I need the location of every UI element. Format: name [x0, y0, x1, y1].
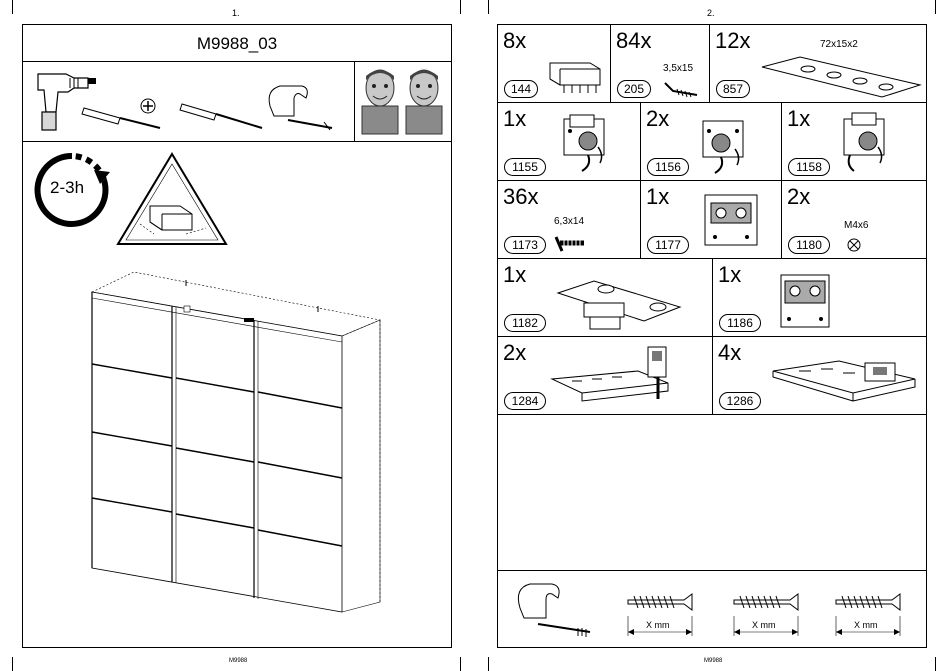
part-code: 1156 — [647, 158, 689, 176]
part-cell-1186: 1x 1186 — [712, 258, 927, 337]
phillips-screwdriver-icon — [82, 96, 172, 136]
screw-icon — [663, 79, 699, 99]
connector-plate-icon — [760, 55, 922, 99]
part-qty: 1x — [503, 108, 526, 130]
part-spec: 72x15x2 — [820, 39, 858, 50]
part-cell-1180: 2x M4x6 1180 — [781, 180, 927, 259]
part-qty: 4x — [718, 342, 741, 364]
part-qty: 1x — [718, 264, 741, 286]
part-cell-857: 12x 72x15x2 857 — [709, 24, 927, 103]
part-qty: 84x — [616, 30, 651, 52]
part-qty: 2x — [646, 108, 669, 130]
hinge-bracket-icon — [697, 113, 753, 177]
part-code: 1180 — [788, 236, 830, 254]
part-spec: M4x6 — [844, 220, 868, 231]
wardrobe-illustration — [84, 268, 384, 618]
part-cell-1158: 1x 1158 — [781, 102, 927, 181]
part-qty: 1x — [503, 264, 526, 286]
roller-plate-icon — [697, 189, 767, 253]
part-code: 1158 — [788, 158, 830, 176]
wood-screw-icon — [832, 592, 904, 614]
part-code: 1182 — [504, 314, 546, 332]
flathead-screwdriver-icon — [180, 100, 265, 134]
track-guide-icon — [548, 343, 678, 411]
part-qty: 2x — [503, 342, 526, 364]
part-cell-1173: 36x 6,3x14 1173 — [497, 180, 641, 259]
time-estimate: 2-3h — [50, 178, 84, 198]
part-code: 1286 — [719, 392, 761, 410]
part-code: 857 — [716, 80, 750, 98]
page-number-left: 1. — [232, 8, 240, 18]
part-cell-205: 84x 3,5x15 205 — [610, 24, 710, 103]
crop-mark — [460, 0, 461, 14]
tools-divider — [354, 61, 355, 142]
part-code: 1173 — [504, 236, 546, 254]
crop-mark — [12, 657, 13, 671]
part-qty: 1x — [646, 186, 669, 208]
cap-part-icon — [546, 55, 604, 97]
title-row: M9988_03 — [22, 24, 452, 62]
part-qty: 2x — [787, 186, 810, 208]
crop-mark — [935, 0, 936, 14]
page-number-right: 2. — [707, 8, 715, 18]
part-cell-1182: 1x 1182 — [497, 258, 713, 337]
screw-length-label: X mm — [752, 620, 776, 630]
hammer-screw-icon — [512, 578, 596, 638]
part-spec: 6,3x14 — [554, 216, 584, 227]
part-qty: 36x — [503, 186, 538, 208]
crop-mark — [460, 657, 461, 671]
wood-screw-icon — [730, 592, 802, 614]
part-cell-1156: 2x 1156 — [640, 102, 782, 181]
crop-mark — [12, 0, 13, 14]
screw-length-label: X mm — [646, 620, 670, 630]
hinge-bracket-icon — [558, 111, 614, 175]
screw-icon — [554, 233, 590, 255]
part-code: 144 — [504, 80, 538, 98]
screw-length-label: X mm — [854, 620, 878, 630]
part-qty: 1x — [787, 108, 810, 130]
assembler-person-icon — [360, 66, 400, 136]
warning-triangle-icon — [116, 152, 228, 248]
part-cell-144: 8x 144 — [497, 24, 611, 103]
wood-screw-icon — [624, 592, 696, 614]
part-code: 1186 — [719, 314, 761, 332]
roller-plate-icon — [775, 269, 835, 333]
part-code: 1284 — [504, 392, 546, 410]
part-cell-1286: 4x 1286 — [712, 336, 927, 415]
part-spec: 3,5x15 — [663, 63, 693, 74]
part-qty: 8x — [503, 30, 526, 52]
model-title: M9988_03 — [22, 34, 452, 54]
footer-right: M9988 — [704, 658, 722, 664]
bolt-icon — [846, 237, 862, 253]
part-cell-1284: 2x 1284 — [497, 336, 713, 415]
guide-bracket-icon — [554, 277, 684, 333]
footer-left: M9988 — [229, 658, 247, 664]
part-qty: 12x — [715, 30, 750, 52]
crop-mark — [488, 0, 489, 14]
track-guide-icon — [769, 347, 919, 409]
crop-mark — [935, 657, 936, 671]
part-code: 205 — [617, 80, 651, 98]
part-code: 1155 — [504, 158, 546, 176]
crop-mark — [488, 657, 489, 671]
hinge-bracket-icon — [838, 109, 894, 175]
assembler-person-icon — [404, 66, 444, 136]
part-code: 1177 — [647, 236, 689, 254]
part-cell-1155: 1x 1155 — [497, 102, 641, 181]
part-cell-1177: 1x 1177 — [640, 180, 782, 259]
hammer-screw-icon — [262, 80, 342, 132]
